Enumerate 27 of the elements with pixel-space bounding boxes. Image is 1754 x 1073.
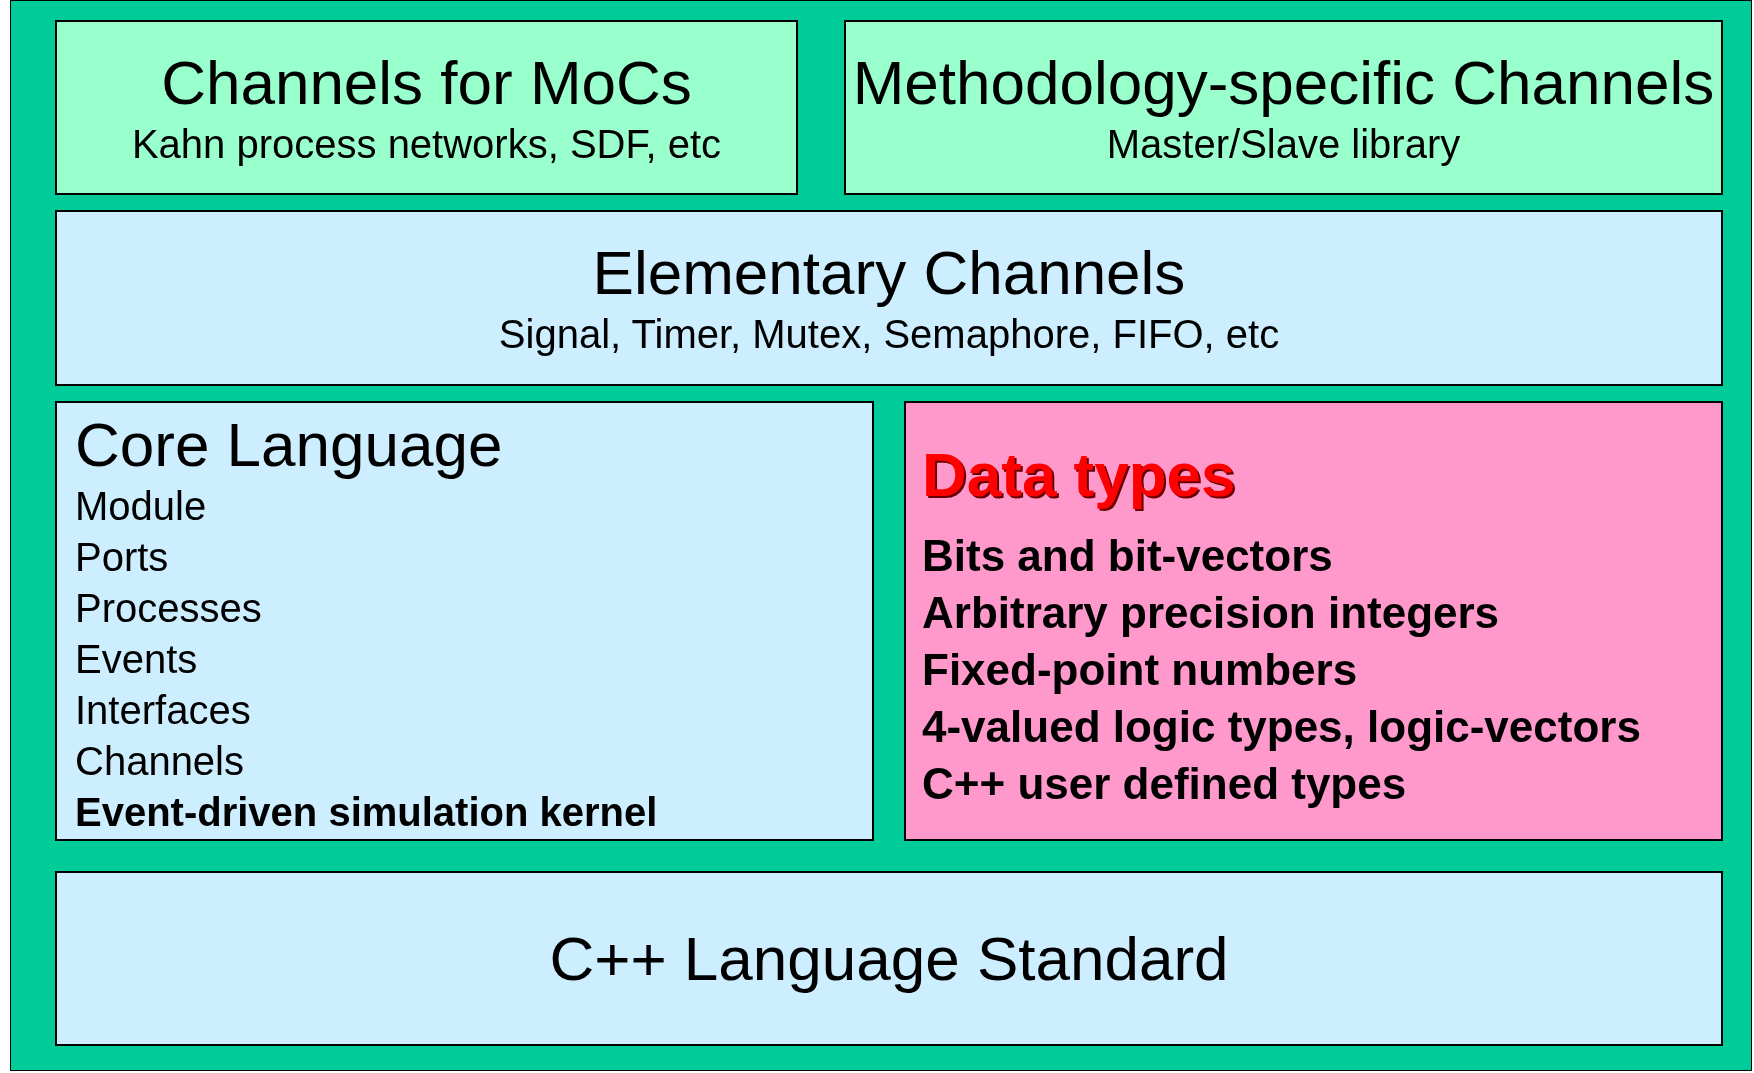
layer-box [55,871,1723,1046]
layer-box [55,401,874,841]
layer-title: Channels for MoCs [161,46,692,119]
list-item: Processes [75,585,262,632]
layer-subtitle: Signal, Timer, Mutex, Semaphore, FIFO, etc [498,311,1280,358]
list-item: Ports [75,534,169,581]
layer-title: Core Language [75,409,503,481]
list-item: Fixed-point numbers [922,644,1358,696]
layer-title: Data types [922,439,1236,511]
list-item: Events [75,636,198,683]
list-item: 4-valued logic types, logic-vectors [922,701,1641,753]
list-item: Interfaces [75,687,251,734]
layer-subtitle: Kahn process networks, SDF, etc [131,120,722,168]
layer-title: Elementary Channels [592,237,1186,309]
layer-subtitle: Master/Slave library [1106,120,1461,168]
layer-box [904,401,1723,841]
layer-title: C++ Language Standard [549,922,1229,995]
list-item: C++ user defined types [922,758,1407,810]
layer-title: Methodology-specific Channels [852,46,1715,119]
list-item: Event-driven simulation kernel [75,789,658,836]
list-item: Bits and bit-vectors [922,530,1333,582]
layer-box [55,20,798,195]
layer-box [55,210,1723,386]
list-item: Channels [75,738,244,785]
list-item: Arbitrary precision integers [922,587,1500,639]
layer-box [844,20,1723,195]
list-item: Module [75,483,207,530]
